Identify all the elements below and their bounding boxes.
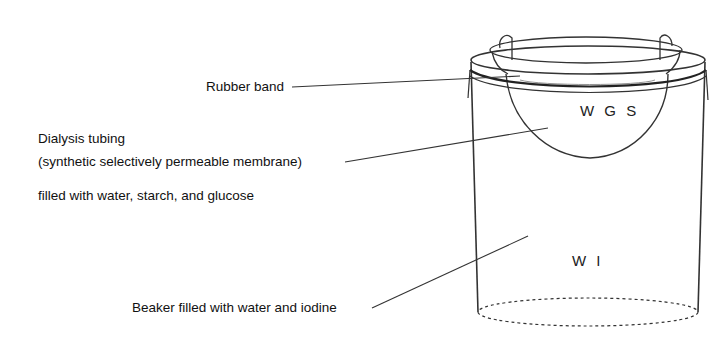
beaker: W I W G S (468, 30, 708, 330)
part-label: Beaker filled with water and iodine (132, 300, 337, 315)
part-label: Rubber band (206, 79, 284, 94)
part-note: filled with water, starch, and glucose (38, 188, 254, 203)
contents-letters: W G S (580, 102, 639, 119)
leader-line (372, 236, 528, 308)
leader-line (292, 76, 520, 87)
dialysis-bag: W G S (568, 98, 652, 124)
part-note: (synthetic selectively permeable membran… (38, 154, 302, 169)
part-label: Dialysis tubing (38, 131, 125, 146)
leader-line (345, 128, 548, 162)
contents-letters: W I (572, 252, 604, 269)
